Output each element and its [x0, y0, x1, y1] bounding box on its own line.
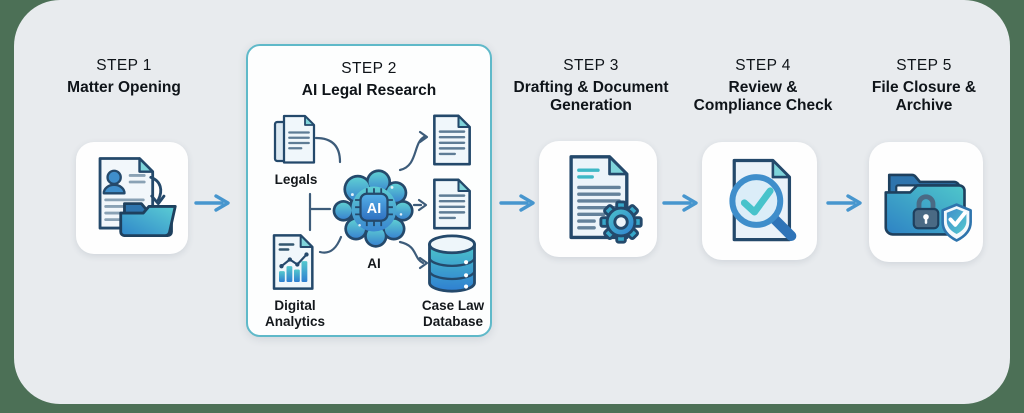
flow-arrow-2	[499, 194, 535, 212]
step5-title-block: STEP 5 File Closure & Archive	[862, 57, 986, 115]
flow-arrow-1	[194, 194, 230, 212]
case-law-database-icon	[428, 234, 476, 293]
step1-label: STEP 1	[96, 57, 152, 74]
step1-title-block: STEP 1 Matter Opening	[44, 57, 204, 97]
result-document-2-icon	[433, 178, 471, 230]
step3-subtitle: Drafting & Document Generation	[513, 79, 669, 114]
step5-label: STEP 5	[896, 57, 952, 74]
step3-title-block: STEP 3 Drafting & Document Generation	[503, 57, 679, 115]
document-gear-icon	[569, 155, 643, 244]
folder-lock-shield-icon	[884, 173, 972, 242]
ai-label: AI	[367, 256, 381, 271]
step4-icon-card	[702, 142, 817, 260]
step2-card: STEP 2 AI Legal Research	[246, 44, 492, 337]
step1-icon-card	[76, 142, 188, 254]
ai-connector-lines	[308, 130, 429, 270]
step4-subtitle: Review & Compliance Check	[693, 79, 833, 114]
step5-icon-card	[869, 142, 983, 262]
ai-chip	[359, 192, 389, 222]
ai-brain-icon: AI	[332, 169, 414, 248]
legals-label: Legals	[274, 172, 318, 187]
step2-subtitle: AI Legal Research	[301, 82, 437, 99]
step3-label: STEP 3	[563, 57, 619, 74]
flow-arrow-3	[662, 194, 698, 212]
ai-chip-text: AI	[367, 201, 381, 217]
flow-arrow-4	[826, 194, 862, 212]
digital-analytics-label: Digital Analytics	[264, 298, 326, 329]
step1-subtitle: Matter Opening	[67, 79, 181, 96]
step4-label: STEP 4	[735, 57, 791, 74]
matter-opening-icon	[98, 157, 177, 238]
step5-subtitle: File Closure & Archive	[871, 79, 977, 114]
legal-documents-icon	[273, 114, 316, 164]
step4-title-block: STEP 4 Review & Compliance Check	[693, 57, 833, 115]
result-document-1-icon	[433, 114, 471, 166]
document-magnifier-check-icon	[728, 158, 796, 242]
step3-icon-card	[539, 141, 657, 257]
digital-analytics-icon	[272, 234, 314, 290]
case-law-database-label: Case Law Database	[421, 298, 485, 329]
diagram-panel: STEP 1 Matter Opening	[14, 0, 1010, 404]
step2-label: STEP 2	[341, 60, 397, 77]
